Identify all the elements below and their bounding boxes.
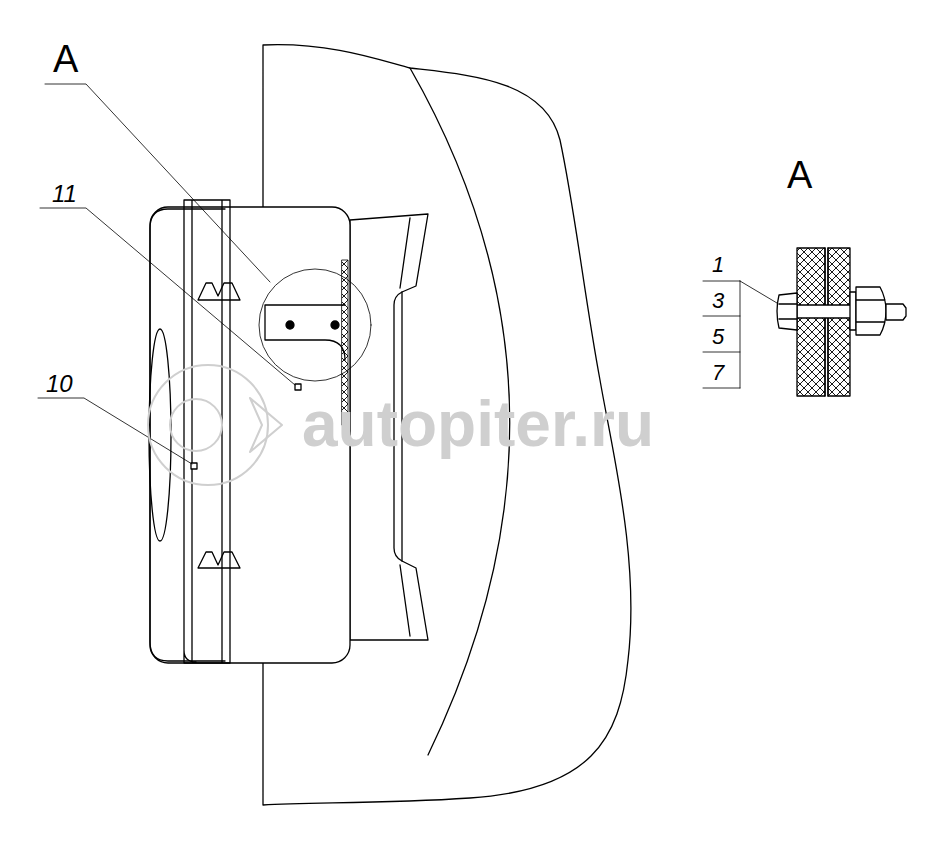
watermark-logo <box>148 365 282 485</box>
marker <box>295 384 301 390</box>
callout-number: 10 <box>46 372 73 396</box>
callout-number: 7 <box>712 362 724 384</box>
callout-number: 1 <box>712 254 724 276</box>
cover-rim <box>184 200 230 663</box>
wall-layer <box>828 248 850 396</box>
leader-line <box>45 84 270 282</box>
callout-bracket <box>703 281 782 388</box>
callout-number: 3 <box>712 290 724 312</box>
bolt-head <box>777 293 797 330</box>
washer <box>850 292 856 330</box>
bolt <box>331 321 339 329</box>
watermark: autopiter.ru <box>302 392 654 456</box>
callout-number: 11 <box>52 182 77 206</box>
wall-edge <box>825 248 828 396</box>
bolt <box>286 321 294 329</box>
bolt-shank <box>797 305 853 318</box>
housing-cover <box>150 209 225 661</box>
bolt-thread <box>886 304 906 320</box>
latch-clip <box>198 283 240 300</box>
view-letter: A <box>787 156 812 194</box>
detail-circle <box>259 269 371 381</box>
callout-number: 5 <box>712 326 724 348</box>
mount-plate <box>265 305 345 360</box>
cover-oval <box>149 329 171 541</box>
latch-clip <box>198 552 240 568</box>
leader-line <box>40 208 295 385</box>
nut <box>856 287 886 335</box>
wall-layer <box>797 248 825 396</box>
leader-line <box>38 398 192 464</box>
view-letter: A <box>53 40 78 78</box>
